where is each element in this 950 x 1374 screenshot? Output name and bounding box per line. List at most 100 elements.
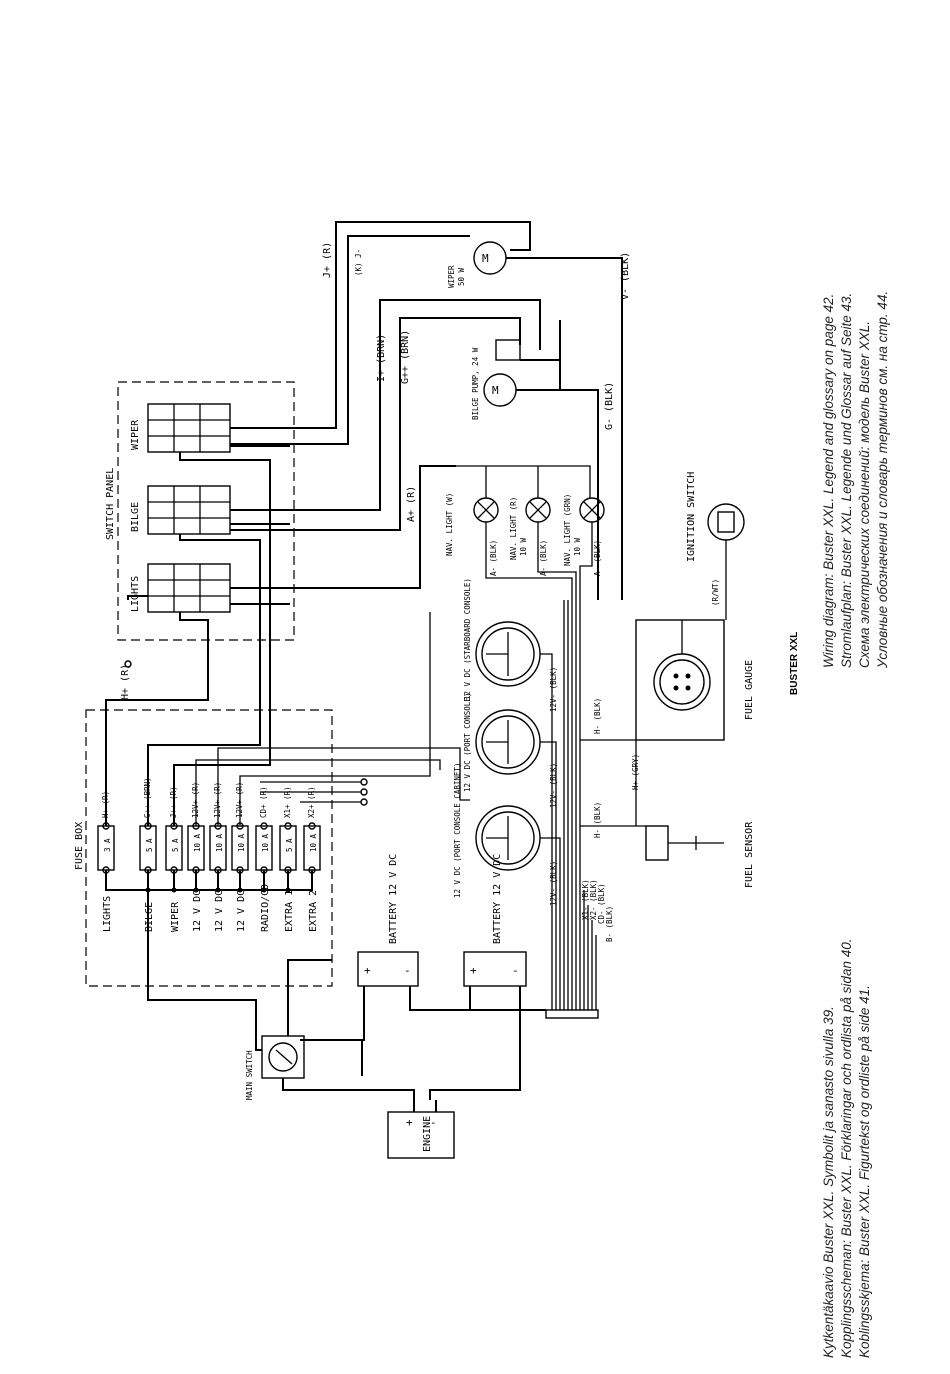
svg-text:A- (BLK): A- (BLK) [489,540,498,576]
svg-text:CD+ (R): CD+ (R) [259,786,268,818]
svg-text:12 V DC (PORT CONSOLE): 12 V DC (PORT CONSOLE) [463,693,472,792]
svg-text:12 V DC: 12 V DC [192,890,203,932]
wire-bilge-direct [147,890,262,1051]
svg-text:(R/WT): (R/WT) [711,579,720,606]
fuse-box-outline [85,709,333,987]
socket-starboard: 12 V DC (STARBOARD CONSOLE) [463,578,541,700]
svg-text:+: + [406,1116,413,1129]
bilge-pump: M BILGE PUMP, 24 W [471,339,521,420]
fuel-sensor-label: FUEL SENSOR [744,821,755,888]
wire-lights-in [127,595,148,600]
label-g-minus: G- (BLK) [604,382,615,430]
wire-12v-2 [217,747,470,826]
wire-a-plus [230,465,456,589]
wire-engine [413,1100,437,1112]
caption-right-block: Wiring diagram: Buster XXL. Legend and g… [821,291,890,669]
svg-text:10 A: 10 A [237,833,246,852]
wire-g-minus [516,320,599,600]
svg-text:+: + [470,964,477,977]
svg-text:LIGHTS: LIGHTS [102,896,113,932]
svg-text:X2- (BLK): X2- (BLK) [589,879,598,920]
socket-port: 12 V DC (PORT CONSOLE) [463,693,541,792]
switch-jumpers [230,445,290,605]
svg-text:RADIO/CD: RADIO/CD [260,884,271,932]
ignition-label: IGNITION SWITCH [686,472,697,562]
svg-text:A- (BLK): A- (BLK) [593,540,602,576]
svg-text:BILGE: BILGE [130,502,141,532]
battery-main: +- BATTERY 12 V DC [357,854,419,987]
fuse-extra-1: 5 A X1+ (R) EXTRA 1 [279,786,297,932]
svg-text:12 V DC (STARBOARD CONSOLE): 12 V DC (STARBOARD CONSOLE) [463,578,472,700]
ground-bus [545,1009,599,1019]
switch-lights: LIGHTS [130,563,231,613]
svg-text:WIPER: WIPER [170,901,181,932]
wire-fuel [580,739,646,827]
battery-main-label: BATTERY 12 V DC [388,854,399,944]
svg-text:BILGE: BILGE [144,902,155,932]
svg-text:10 A: 10 A [309,833,318,852]
svg-text:X1- (BLK): X1- (BLK) [581,879,590,920]
main-switch-label: MAIN SWITCH [245,1050,254,1100]
svg-text:12V- (BLK): 12V- (BLK) [549,861,558,906]
svg-text:M: M [492,384,499,397]
fuel-gauge: FUEL GAUGE [653,653,755,720]
caption-right-2: Stromlaufplan: Buster XXL. Legende und G… [839,293,854,668]
caption-left-2: Kopplingsscheman: Buster XXL. Förklaring… [839,939,854,1358]
svg-text:A- (BLK): A- (BLK) [539,540,548,576]
svg-text:5 A: 5 A [285,838,294,852]
wire-g-pp [230,317,521,531]
svg-text:CD- (BLK): CD- (BLK) [597,883,606,924]
switch-panel-outline [117,381,295,641]
battery-2-label: BATTERY 12 V DC [492,854,503,944]
svg-text:-: - [404,964,411,977]
fuel-sensor: FUEL SENSOR [645,821,755,888]
wire-nav-return [485,522,593,600]
label-i-plus: I+ (BRN) [376,334,387,382]
svg-text:NAV. LIGHT (R): NAV. LIGHT (R) [509,497,518,560]
svg-text:10 A: 10 A [215,833,224,852]
svg-text:EXTRA 1: EXTRA 1 [284,890,295,932]
switch-bilge: BILGE [130,485,231,535]
svg-text:-: - [430,1116,437,1129]
wire-12v-3 [239,612,431,826]
wiper-voltage: 50 W [457,267,466,286]
fuse-box-title: FUSE BOX [74,822,85,870]
label-a-plus: A+ (R) [406,486,417,522]
wire-main-switch [282,959,415,1100]
wire-extra-returns [583,890,597,1010]
svg-text:M: M [482,252,489,265]
caption-right-3: Схема электрических соединений: модель B… [857,321,872,668]
svg-text:5 A: 5 A [145,838,154,852]
svg-text:10 W: 10 W [573,537,582,556]
svg-text:B- (BLK): B- (BLK) [605,906,614,942]
fuse-extra-2: 10 A X2+ (R) EXTRA 2 [303,786,321,932]
svg-text:LIGHTS: LIGHTS [130,576,141,612]
svg-text:12 V DC: 12 V DC [214,890,225,932]
svg-text:10 A: 10 A [261,833,270,852]
label-j-minus: (K) J- [354,249,363,276]
svg-text:X1+ (R): X1+ (R) [283,786,292,818]
ignition-switch: IGNITION SWITCH [686,472,745,562]
wiper-label: WIPER [447,265,456,288]
svg-text:12V- (BLK): 12V- (BLK) [549,763,558,808]
svg-text:H- (BLK): H- (BLK) [593,698,602,734]
switch-panel-title: SWITCH PANEL [105,468,116,540]
wire-v-minus [506,257,623,600]
fuel-gauge-frame [635,619,725,741]
caption-left-block: Kytkentäkaavio Buster XXL. Symbolit ja s… [821,939,872,1358]
wire-wiper-feed [173,452,271,826]
caption-right-4: Условные обозначения и словарь терминов … [875,291,890,669]
svg-text:5 A: 5 A [171,838,180,852]
svg-text:12 V DC (PORT CONSOLE CABINET): 12 V DC (PORT CONSOLE CABINET) [453,763,462,898]
svg-text:3 A: 3 A [103,838,112,852]
svg-text:12V- (BLK): 12V- (BLK) [549,667,558,712]
wire-i-plus [230,299,541,511]
switch-wiper: WIPER [130,403,231,453]
wire-j-plus [230,221,531,429]
wire-12v-1 [195,759,441,826]
svg-text:10 A: 10 A [193,833,202,852]
label-g-pp: G++ (BRN) [400,330,411,384]
wire-lights-feed [105,612,209,826]
label-j-plus: J+ (R) [322,242,333,278]
